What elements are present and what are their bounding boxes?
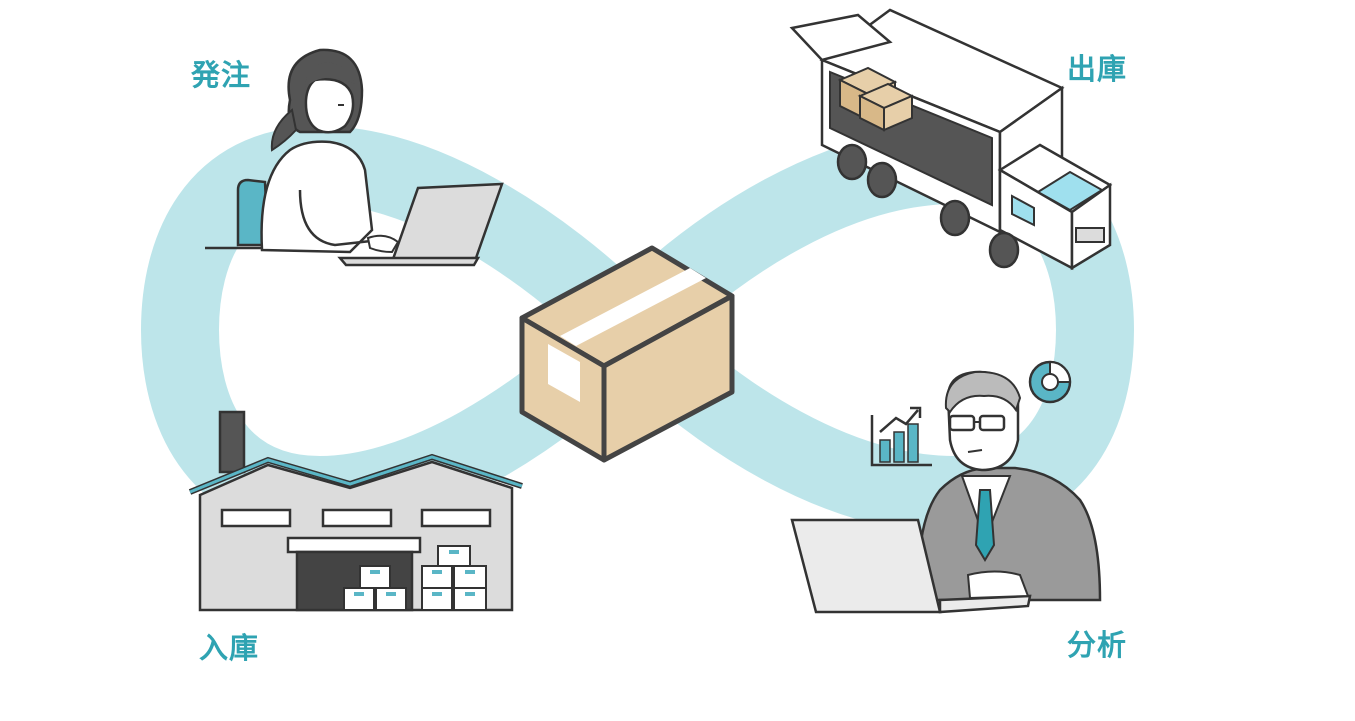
cardboard-box-icon [519, 245, 735, 463]
shipping-label: 出庫 [1067, 52, 1128, 86]
bar-chart-icon [870, 406, 932, 467]
order-label: 発注 [191, 58, 252, 92]
man-at-laptop-icon [790, 370, 1102, 614]
receiving-label: 入庫 [199, 631, 260, 665]
warehouse-icon [188, 410, 523, 612]
donut-chart-icon [1028, 360, 1072, 404]
analysis-label: 分析 [1067, 628, 1128, 662]
delivery-truck-icon [789, 8, 1113, 271]
woman-at-laptop-icon [205, 48, 504, 267]
